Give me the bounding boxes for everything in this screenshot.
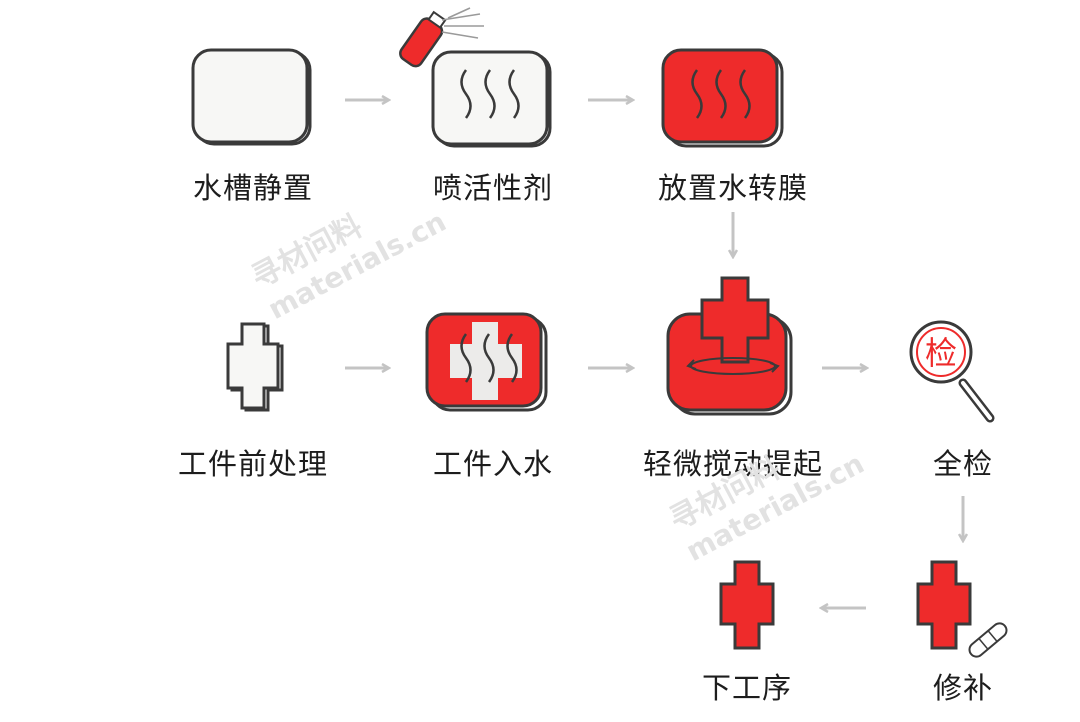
spray-mist-icon (441, 7, 484, 39)
tank-rest-icon (191, 48, 312, 146)
label-place-film: 放置水转膜 (657, 171, 808, 205)
label-immerse: 工件入水 (432, 447, 553, 481)
next-process-icon (719, 560, 775, 650)
place-film-icon (661, 48, 784, 148)
label-inspect: 全检 (932, 447, 993, 481)
label-pretreat: 工件前处理 (177, 447, 328, 481)
pretreat-icon (226, 322, 284, 412)
repair-icon (916, 560, 972, 650)
immerse-icon (425, 312, 548, 412)
label-lift: 轻微搅动提起 (642, 447, 823, 481)
magnifier-text: 检 (925, 334, 957, 372)
label-tank-rest: 水槽静置 (192, 171, 313, 205)
bandage-icon (968, 622, 1008, 658)
spray-activator-icon (431, 50, 552, 148)
spray-can-icon (399, 10, 447, 68)
lift-icon (666, 276, 793, 416)
label-spray-activator: 喷活性剂 (432, 171, 553, 205)
label-next: 下工序 (701, 671, 792, 705)
inspect-magnifier-icon: 检 (909, 320, 995, 423)
label-repair: 修补 (932, 671, 993, 705)
